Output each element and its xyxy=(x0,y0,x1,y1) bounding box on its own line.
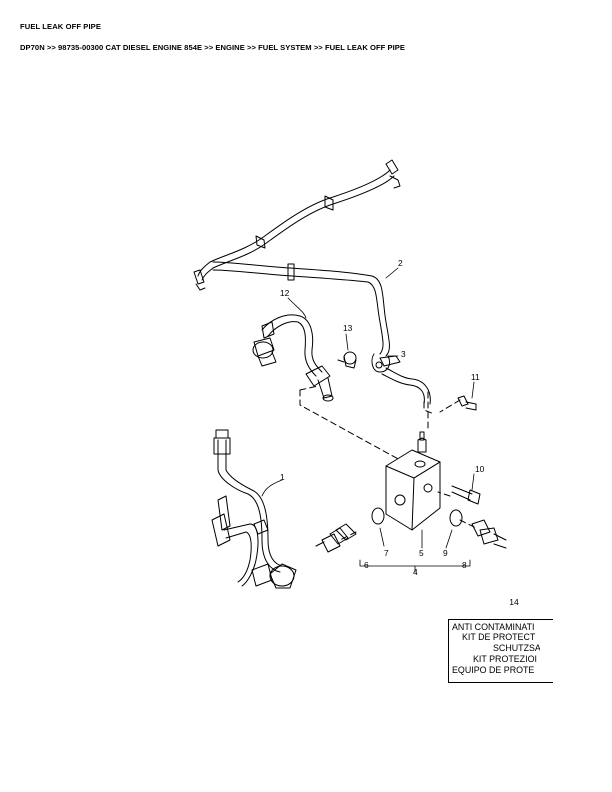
kit-callout-number: 14 xyxy=(509,597,519,607)
callout-7[interactable]: 7 xyxy=(384,548,389,558)
part-9-washer xyxy=(449,509,463,527)
part-6-connector xyxy=(315,523,357,553)
page-title: FUEL LEAK OFF PIPE xyxy=(20,22,101,31)
kit-description-box xyxy=(448,619,553,683)
part-8-connector xyxy=(471,519,507,549)
kit-line-fr: KIT DE PROTECT xyxy=(462,632,536,642)
breadcrumb[interactable]: DP70N >> 98735-00300 CAT DIESEL ENGINE 8… xyxy=(20,43,406,52)
kit-line-es: EQUIPO DE PROTE xyxy=(452,665,535,675)
part-13-plug xyxy=(337,351,357,369)
callout-2[interactable]: 2 xyxy=(398,258,403,268)
kit-description-text: ANTI CONTAMINATI KIT DE PROTECT SCHUTZSA… xyxy=(448,619,540,683)
callout-11[interactable]: 11 xyxy=(471,372,480,382)
part-2-leak-off-pipe xyxy=(193,159,401,357)
part-11-bolt xyxy=(457,395,477,411)
callout-3[interactable]: 3 xyxy=(401,349,406,359)
kit-line-de: SCHUTZSATZ xyxy=(493,643,540,653)
part-7-washer xyxy=(371,507,385,525)
callout-10[interactable]: 10 xyxy=(475,464,485,474)
part-1-pipe-assembly xyxy=(211,429,297,589)
callout-9[interactable]: 9 xyxy=(443,548,448,558)
callout-13[interactable]: 13 xyxy=(343,323,353,333)
part-5-block xyxy=(385,431,441,531)
callout-4[interactable]: 4 xyxy=(413,567,418,577)
part-3-clamp xyxy=(371,353,431,405)
part-10-bolt xyxy=(451,485,481,505)
callout-1[interactable]: 1 xyxy=(280,472,285,482)
callout-8[interactable]: 8 xyxy=(462,560,467,570)
part-12-pipe xyxy=(252,314,334,402)
callout-12[interactable]: 12 xyxy=(280,288,290,298)
kit-line-en: ANTI CONTAMINATI xyxy=(452,622,535,632)
callout-5[interactable]: 5 xyxy=(419,548,424,558)
callout-6[interactable]: 6 xyxy=(364,560,369,570)
leader-lines xyxy=(261,267,475,573)
kit-line-it: KIT PROTEZIOI xyxy=(473,654,537,664)
